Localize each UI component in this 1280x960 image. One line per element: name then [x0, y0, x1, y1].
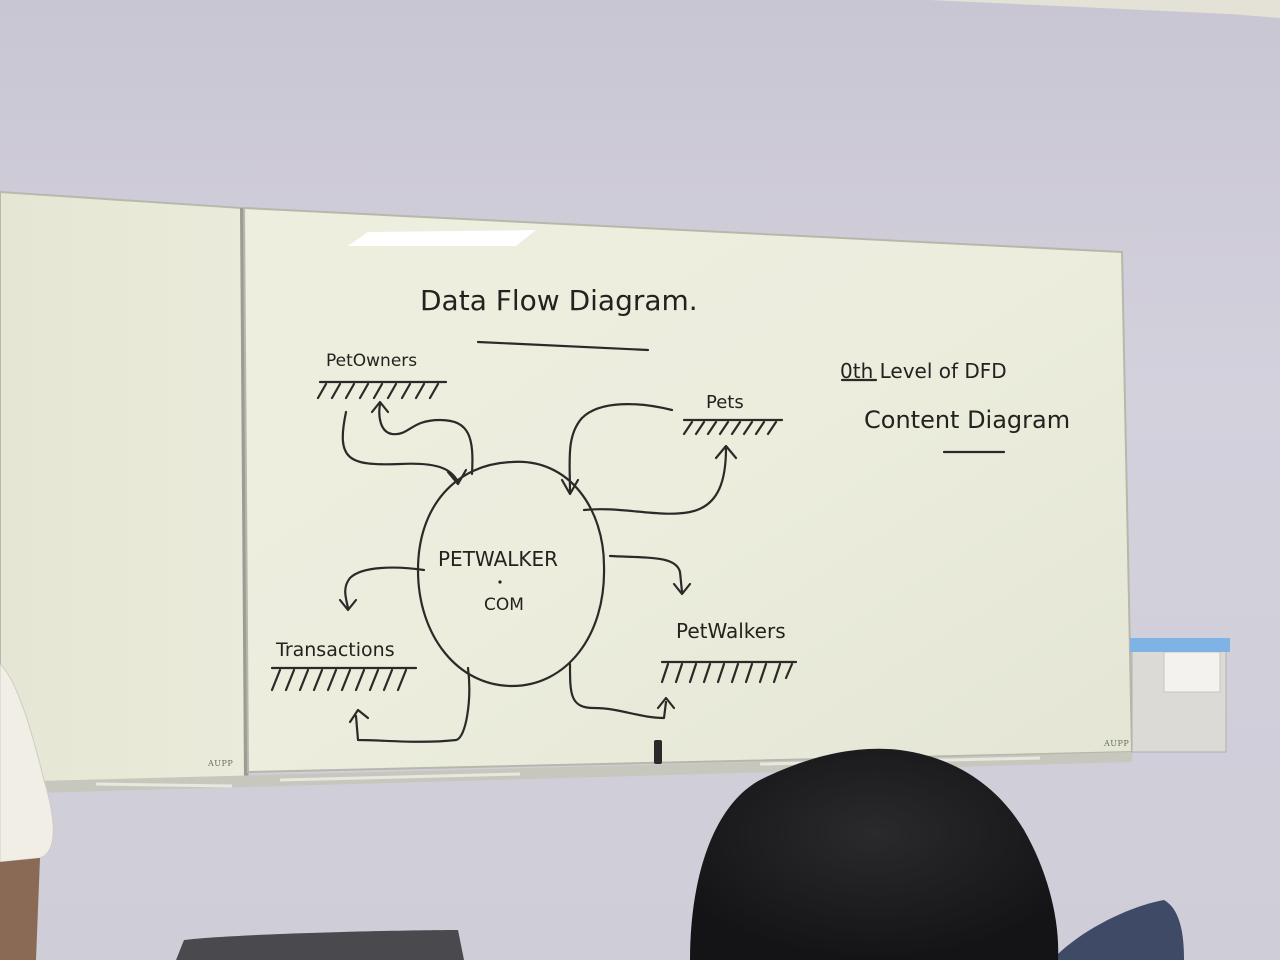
process-label-line1: PETWALKER — [438, 547, 558, 571]
chair-back — [176, 930, 464, 960]
person-left-shirt — [0, 663, 54, 863]
store-pet-owners-label: PetOwners — [326, 351, 417, 371]
diagram-title: Data Flow Diagram. — [420, 284, 698, 317]
flow-pets-to-process — [560, 403, 674, 496]
store-transactions-label: Transactions — [275, 639, 395, 661]
board-brand-left: AUPP — [207, 759, 233, 768]
process-petwalker: PETWALKER COM — [416, 460, 606, 688]
flow-process-to-petowners — [370, 400, 474, 476]
store-transactions: Transactions — [270, 639, 418, 692]
title-underline — [476, 340, 650, 352]
flow-process-to-transactions — [338, 566, 426, 612]
dispenser-label — [1163, 651, 1221, 693]
flow-petowners-to-process — [341, 410, 468, 486]
flow-process-to-pets — [582, 444, 738, 515]
person-right-jacket — [1052, 900, 1184, 960]
board-divider — [240, 207, 248, 781]
marker-pen — [654, 740, 662, 764]
dispenser-cover — [1130, 638, 1230, 652]
process-label-line2: COM — [484, 595, 524, 615]
person-head-foreground — [690, 748, 1059, 960]
store-pet-owners: PetOwners — [316, 351, 448, 400]
store-pet-walkers-label: PetWalkers — [676, 619, 786, 643]
tray-clip-mid — [279, 772, 521, 782]
store-pets-label: Pets — [706, 392, 744, 413]
ceiling-fixture — [930, 0, 1280, 18]
content-diagram-label: Content Diagram — [864, 406, 1070, 434]
store-pet-walkers: PetWalkers — [660, 619, 798, 684]
person-left-arm — [0, 858, 40, 960]
board-brand-right: AUPP — [1103, 739, 1129, 748]
light-glare — [348, 230, 536, 246]
store-pets: Pets — [682, 392, 784, 436]
flow-process-to-transactions-bottom — [348, 666, 471, 743]
tray-clip-left — [95, 782, 233, 788]
flow-process-to-petwalkers — [608, 554, 692, 596]
left-whiteboard-panel — [0, 190, 250, 783]
process-circle — [416, 460, 606, 688]
flow-process-to-petwalkers-bottom — [568, 662, 676, 720]
